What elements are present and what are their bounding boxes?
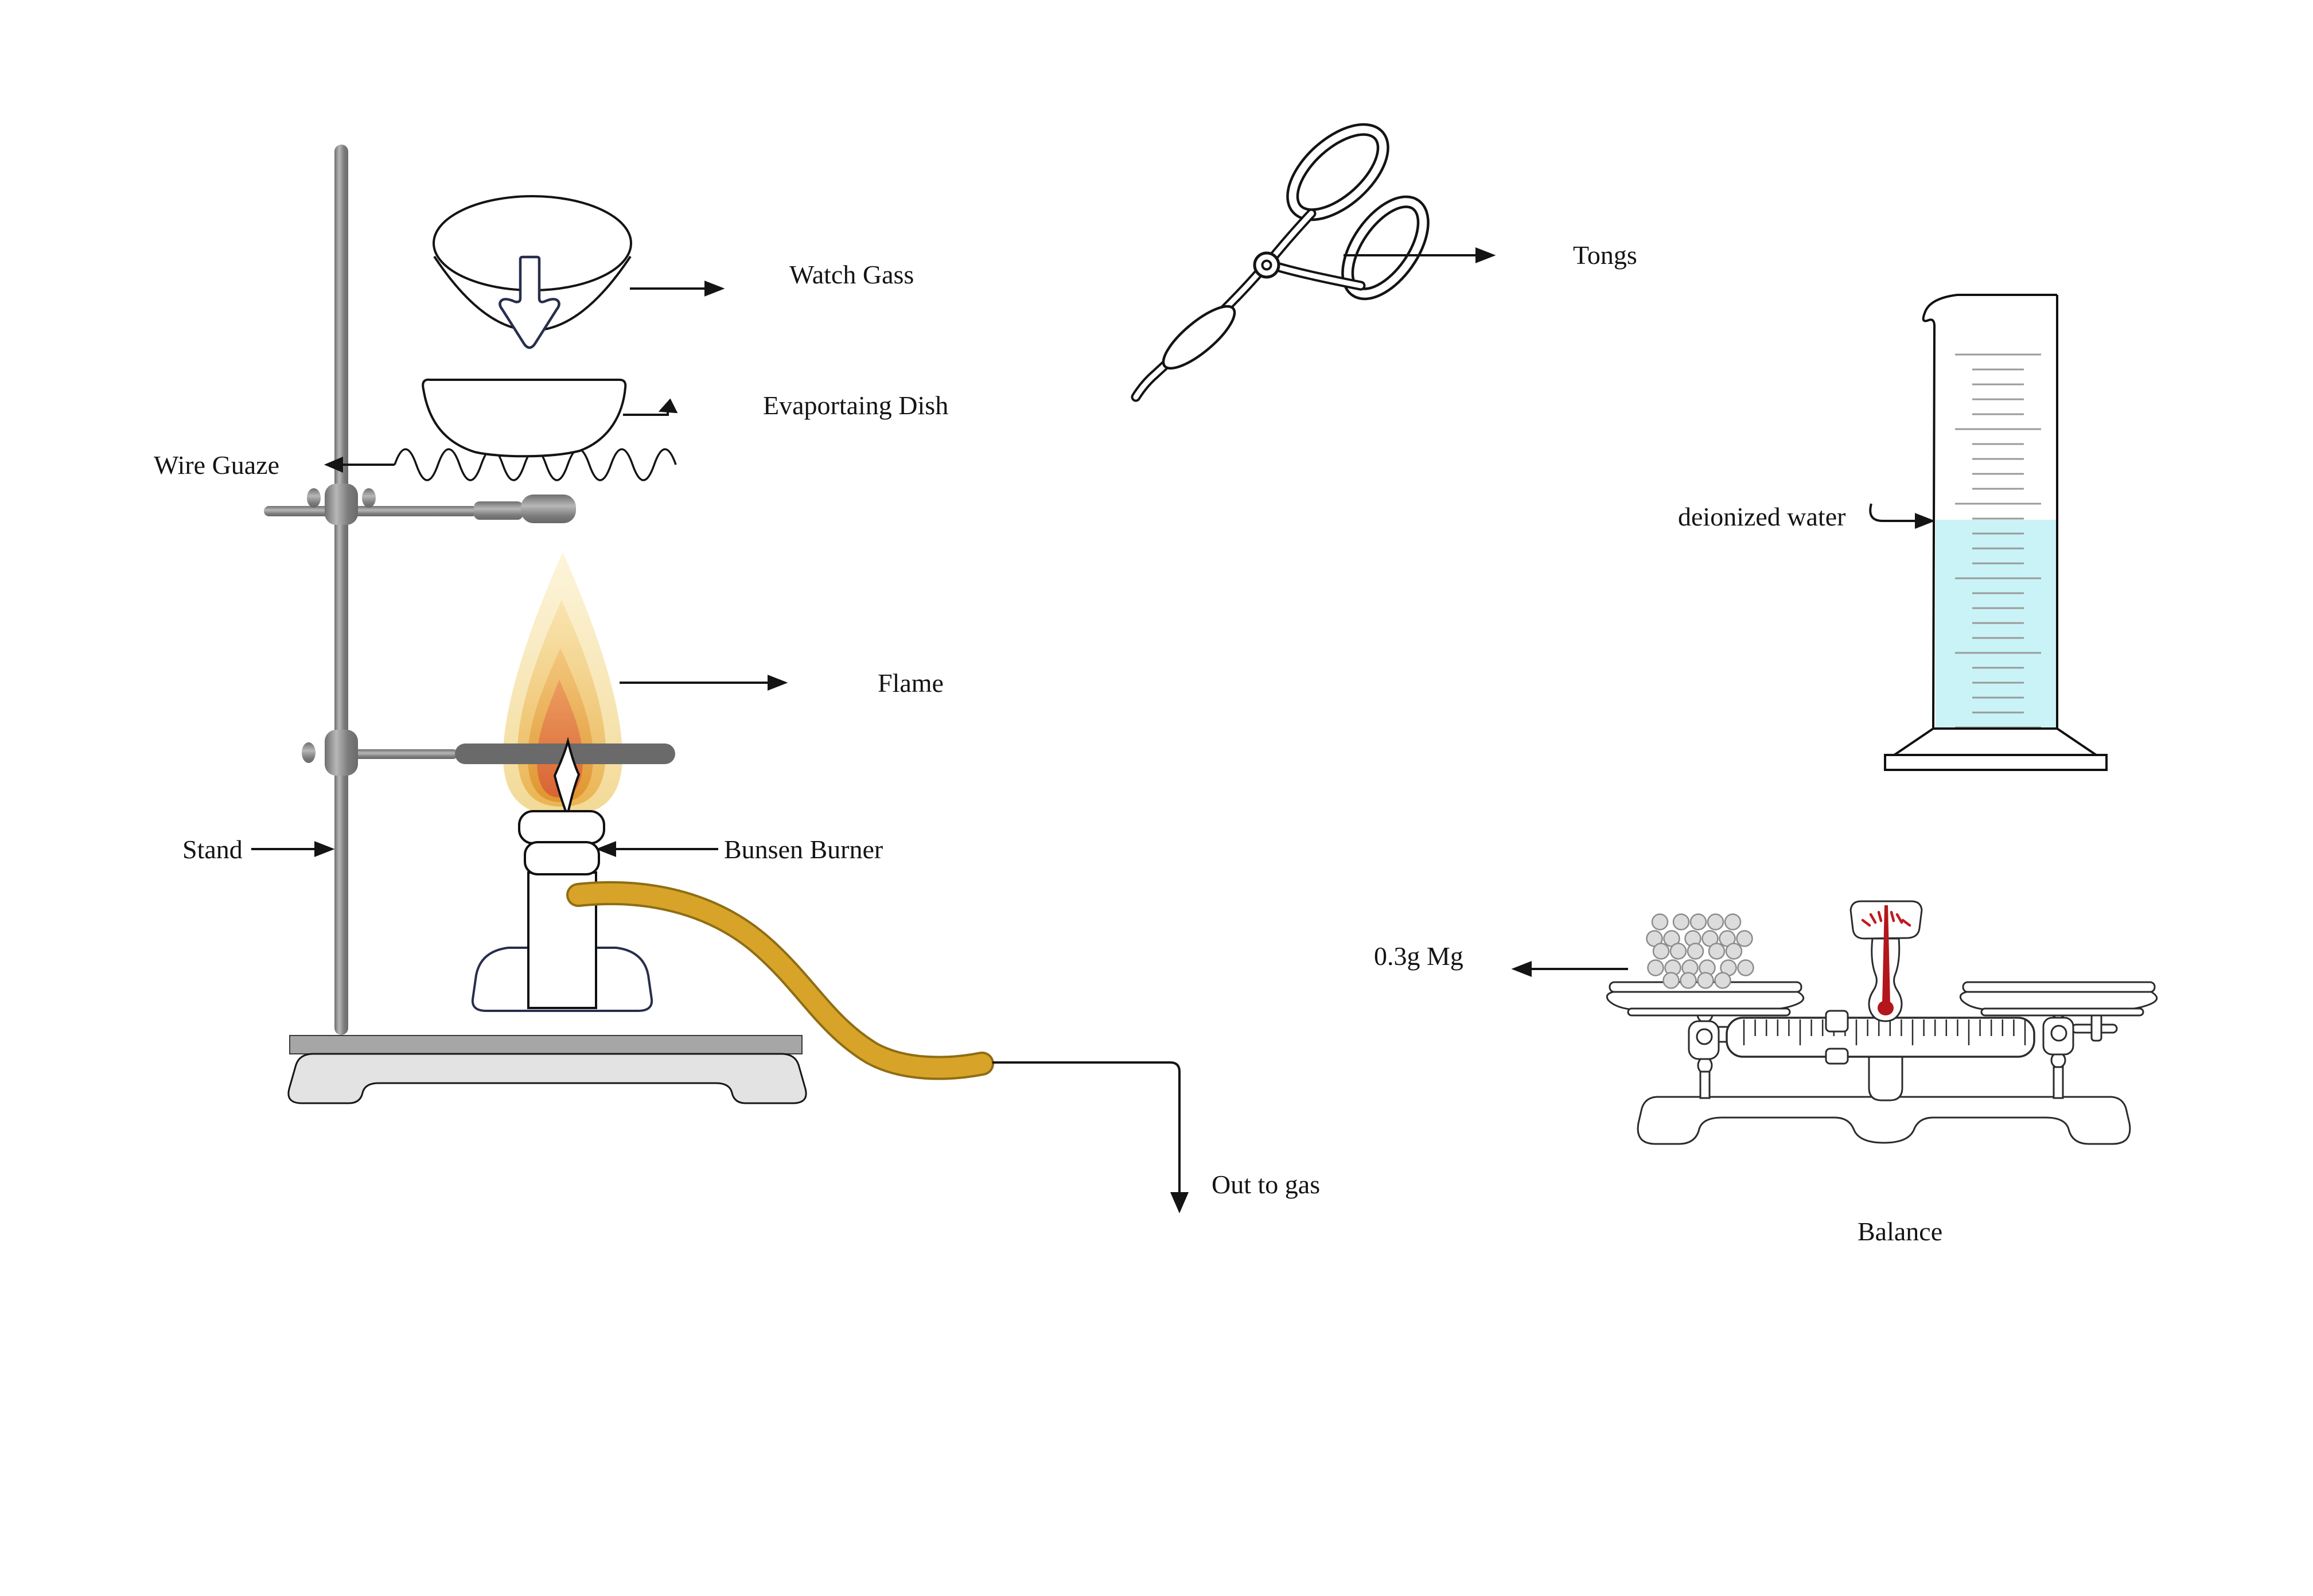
balance-pan-right xyxy=(1959,981,2158,1017)
mg-pellet xyxy=(1737,959,1754,976)
gas-hose xyxy=(566,881,994,1080)
mg-pellet xyxy=(1736,930,1753,947)
stand-base-bar xyxy=(289,1035,803,1054)
mg-pellet xyxy=(1714,972,1731,989)
arrow-mg xyxy=(1511,961,1532,977)
mg-pellet xyxy=(1689,913,1707,931)
arrow-deionized-water xyxy=(1915,513,1936,529)
mg-pellet xyxy=(1724,913,1742,931)
burner-collar-top xyxy=(518,810,605,844)
clamp-upper xyxy=(264,484,576,525)
tongs xyxy=(1131,123,1430,402)
mg-pellet xyxy=(1697,972,1714,989)
label-deionized-water: deionized water xyxy=(1678,502,1845,531)
arrow-out-to-gas xyxy=(1170,1192,1189,1214)
label-balance: Balance xyxy=(1858,1217,1942,1246)
balance-column xyxy=(1868,1056,1903,1101)
balance xyxy=(1606,900,2158,1145)
mg-pellet xyxy=(1669,943,1687,960)
label-out-to-gas: Out to gas xyxy=(1212,1170,1320,1199)
mg-pellet xyxy=(1708,943,1726,960)
label-bunsen-burner: Bunsen Burner xyxy=(724,835,883,864)
beam-rider-top xyxy=(1825,1010,1849,1033)
beam-scale xyxy=(1743,1019,2026,1045)
arrow-bunsen-burner xyxy=(595,841,616,857)
label-tongs: Tongs xyxy=(1573,240,1637,270)
mg-pellet xyxy=(1662,972,1680,989)
arrow-evaporating-dish xyxy=(658,398,678,414)
arrow-tongs xyxy=(1475,247,1496,263)
arrow-wire-gauze xyxy=(324,456,343,473)
dial-marks xyxy=(1861,910,1911,927)
label-wire-gauze: Wire Guaze xyxy=(154,450,279,480)
labels: Watch Gass Evaportaing Dish Wire Guaze F… xyxy=(154,240,1942,1246)
graduated-cylinder xyxy=(1884,294,2108,771)
label-flame: Flame xyxy=(878,668,944,698)
down-block-arrow-icon xyxy=(499,255,560,349)
ring-stand xyxy=(264,145,576,1035)
arrow-watch-glass xyxy=(704,281,725,297)
label-stand: Stand xyxy=(182,835,243,864)
magnesium-pellets xyxy=(1646,913,1754,989)
evaporating-dish xyxy=(422,378,627,458)
label-watch-glass: Watch Gass xyxy=(789,260,914,289)
burner-collar xyxy=(524,841,600,875)
label-mg-mass: 0.3g Mg xyxy=(1374,941,1463,971)
stand-base xyxy=(287,1053,807,1104)
mg-pellet xyxy=(1672,913,1690,931)
label-evaporating-dish: Evaportaing Dish xyxy=(763,391,948,420)
balance-base xyxy=(1637,1096,2131,1145)
annotation-arrows xyxy=(251,247,1936,1214)
pointer-pivot xyxy=(1878,1001,1894,1015)
mg-pellet xyxy=(1651,913,1669,931)
cylinder-foot xyxy=(1890,727,2100,756)
pointer-needle xyxy=(1882,905,1890,1004)
bunsen-burner xyxy=(471,810,653,1012)
arrow-flame xyxy=(768,675,788,691)
mg-pellet xyxy=(1687,943,1704,960)
arrow-stand xyxy=(314,841,335,857)
balance-pan-left xyxy=(1606,981,1804,1017)
mg-pellet xyxy=(1707,913,1724,931)
balance-beam xyxy=(1726,1017,2035,1058)
mg-pellet xyxy=(1725,943,1743,960)
mg-pellet xyxy=(1647,959,1664,976)
clamp-lower xyxy=(302,730,458,776)
stand-pole xyxy=(334,145,348,1035)
beam-rider-bottom xyxy=(1825,1048,1849,1065)
mg-pellet xyxy=(1680,972,1697,989)
mg-pellet xyxy=(1652,943,1670,960)
